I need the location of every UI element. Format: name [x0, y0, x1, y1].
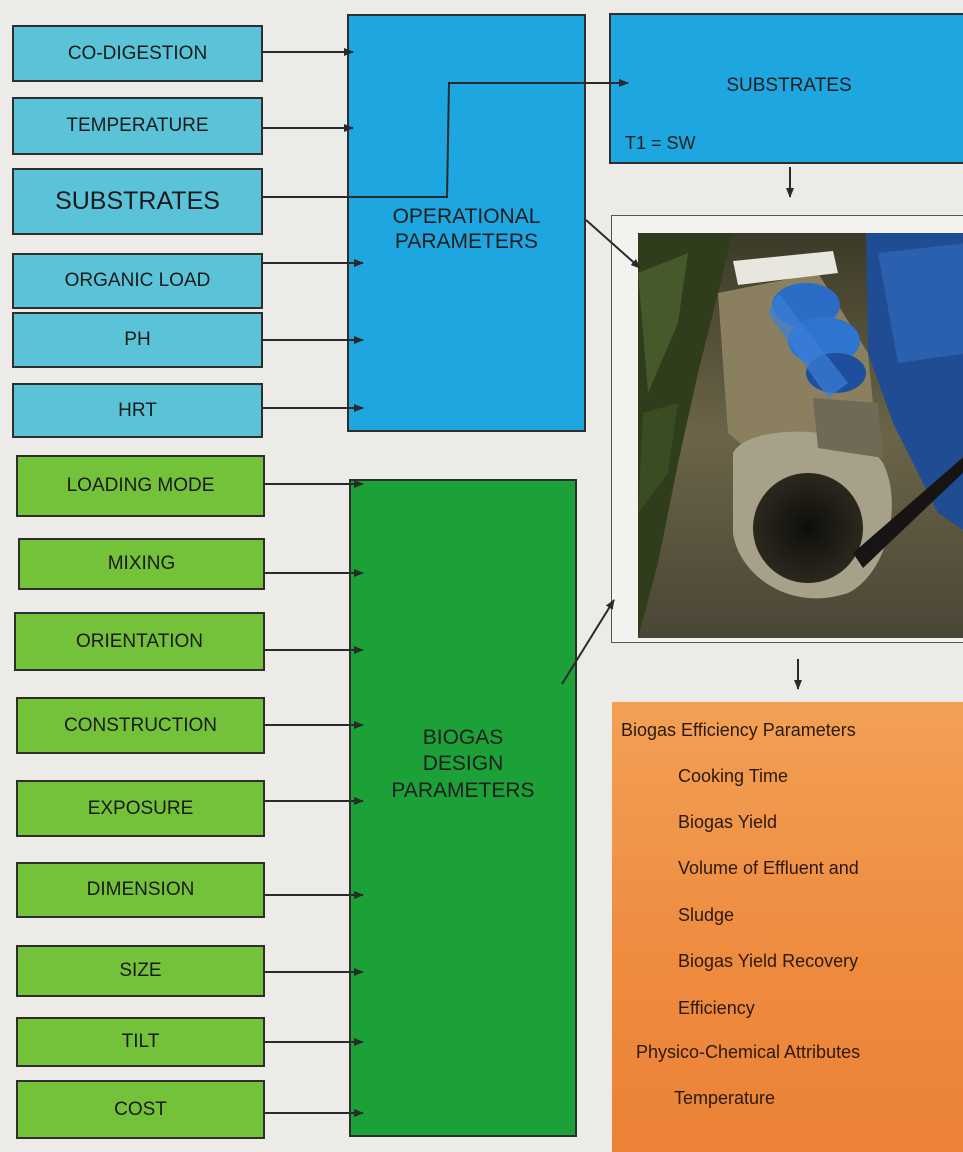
arrow-design-to-photo [561, 599, 615, 685]
substrates-treatment: T1 = SW [625, 133, 696, 153]
input-mixing: MIXING [18, 538, 265, 590]
efficiency-item: Sludge [678, 905, 735, 925]
efficiency-item: Biogas Yield Recovery [678, 951, 859, 971]
input-ph: PH [12, 312, 263, 368]
input-co-digestion: CO-DIGESTION [12, 25, 263, 82]
arrow-substrates-to-substrates-box [263, 79, 629, 198]
operational-label-line-1: OPERATIONAL [392, 205, 541, 228]
efficiency-item: Efficiency [678, 998, 755, 1018]
efficiency-item: Cooking Time [678, 766, 789, 786]
input-dimension: DIMENSION [16, 862, 265, 918]
substrates-title: SUBSTRATES [726, 75, 852, 96]
operational-parameters-label: OPERATIONAL PARAMETERS [349, 204, 584, 254]
input-substrates: SUBSTRATES [12, 168, 263, 235]
design-label-line-3: PARAMETERS [391, 778, 535, 802]
biogas-design-parameters-label: BIOGAS DESIGN PARAMETERS [351, 725, 575, 804]
arrow-operational-to-photo [585, 219, 641, 269]
operational-label-line-2: PARAMETERS [394, 230, 539, 254]
efficiency-item: Biogas Yield [678, 812, 778, 832]
efficiency-heading: Biogas Efficiency Parameters [621, 720, 856, 740]
physico-chemical-heading: Physico-Chemical Attributes [636, 1042, 861, 1062]
input-loading-mode: LOADING MODE [16, 455, 265, 517]
input-tilt: TILT [16, 1017, 265, 1067]
efficiency-item: Volume of Effluent and [678, 858, 859, 878]
biogas-digester-photo [638, 233, 963, 638]
input-cost: COST [16, 1080, 265, 1139]
efficiency-item: Temperature [674, 1088, 776, 1108]
input-construction: CONSTRUCTION [16, 697, 265, 754]
design-label-line-1: BIOGAS [422, 726, 504, 749]
input-organic-load: ORGANIC LOAD [12, 253, 263, 309]
input-orientation: ORIENTATION [14, 612, 265, 671]
design-label-line-2: DESIGN [422, 752, 504, 776]
input-size: SIZE [16, 945, 265, 997]
input-hrt: HRT [12, 383, 263, 438]
input-temperature: TEMPERATURE [12, 97, 263, 155]
substrates-box: SUBSTRATES T1 = SW [609, 13, 963, 164]
biogas-efficiency-box: Biogas Efficiency Parameters Cooking Tim… [612, 702, 963, 1152]
biogas-design-parameters-block: BIOGAS DESIGN PARAMETERS [349, 479, 577, 1137]
input-exposure: EXPOSURE [16, 780, 265, 837]
